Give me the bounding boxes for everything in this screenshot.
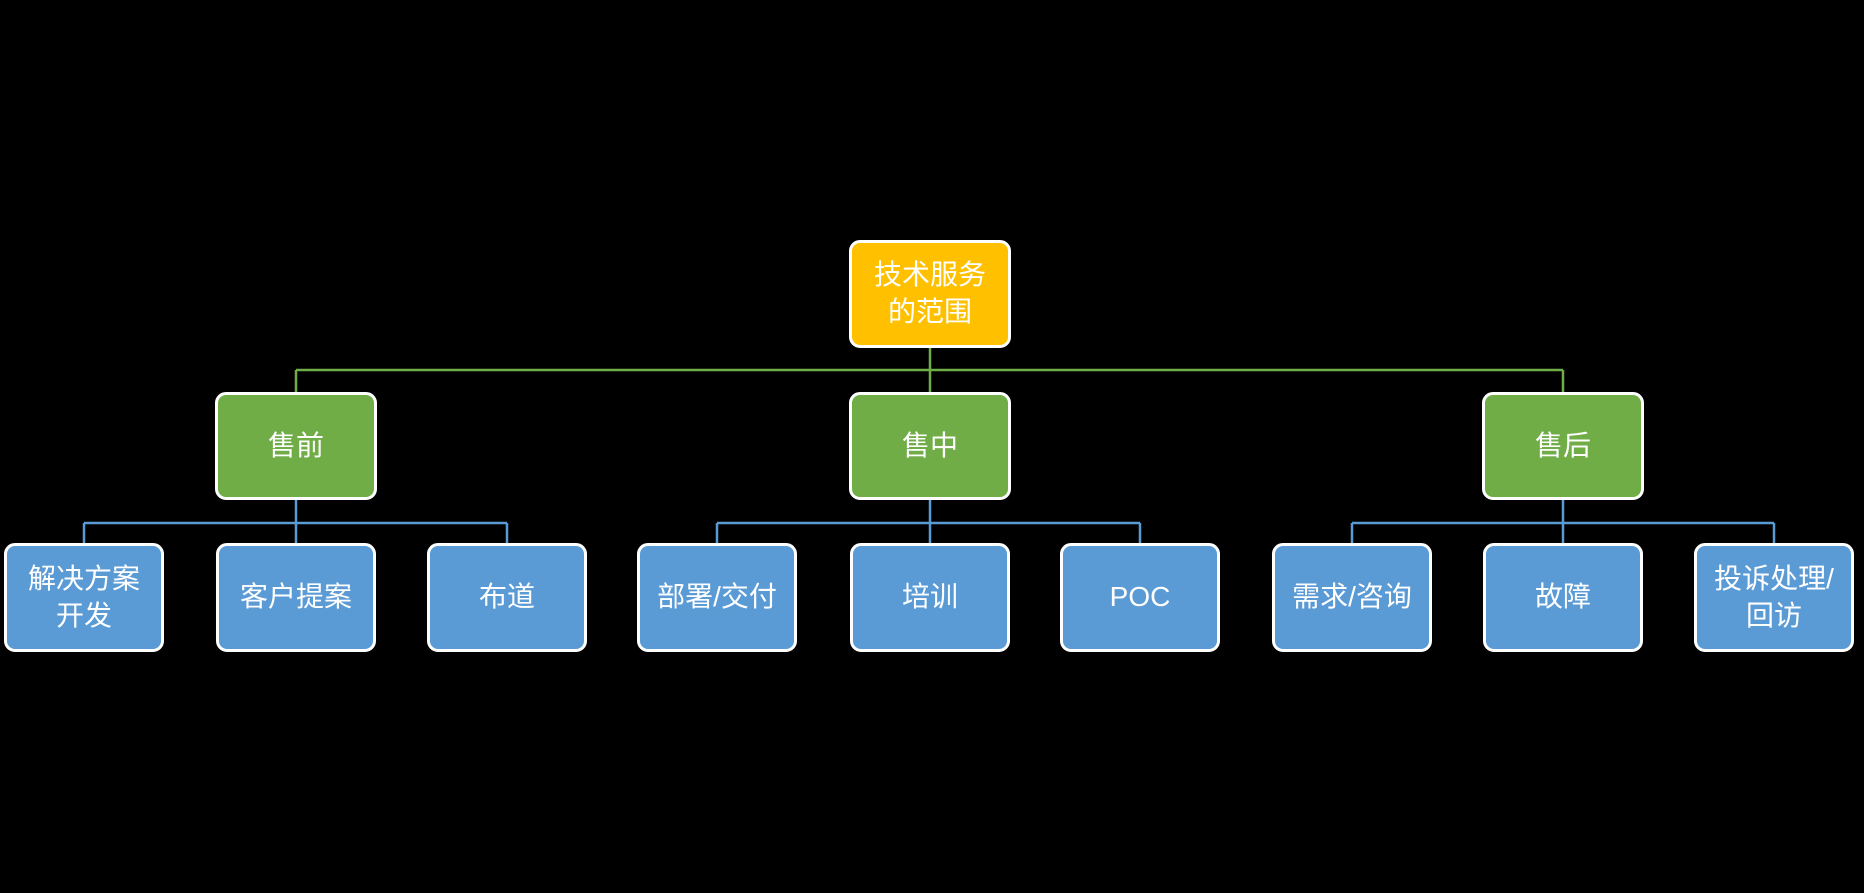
node-leaf-training: 培训 xyxy=(850,543,1010,652)
node-leaf-label: 客户提案 xyxy=(239,581,352,613)
node-leaf-customer-proposal: 客户提案 xyxy=(216,543,376,652)
node-leaf-label: 布道 xyxy=(478,581,535,613)
node-leaf-solution-development: 解决方案 开发 xyxy=(4,543,164,652)
root-to-groups-connector xyxy=(294,348,1565,392)
node-leaf-label: 故障 xyxy=(1534,581,1591,613)
node-group-presales-label: 售前 xyxy=(267,429,324,461)
node-root: 技术服务 的范围 xyxy=(849,240,1011,348)
node-root-label: 技术服务 的范围 xyxy=(873,259,986,327)
node-leaf-label: 投诉处理/ 回访 xyxy=(1714,562,1834,631)
node-leaf-label: 需求/咨询 xyxy=(1292,581,1412,613)
node-group-insales-label: 售中 xyxy=(901,429,958,461)
node-leaf-fault: 故障 xyxy=(1483,543,1643,652)
node-leaf-label: 培训 xyxy=(901,581,958,613)
node-group-insales: 售中 xyxy=(849,392,1011,500)
aftersales-children-connector xyxy=(1350,500,1776,543)
node-leaf-label: 解决方案 开发 xyxy=(27,562,140,631)
node-leaf-requirements-consulting: 需求/咨询 xyxy=(1272,543,1432,652)
node-group-aftersales: 售后 xyxy=(1482,392,1644,500)
node-leaf-complaint-followup: 投诉处理/ 回访 xyxy=(1694,543,1854,652)
node-leaf-poc: POC xyxy=(1060,543,1220,652)
node-leaf-label: POC xyxy=(1109,581,1171,613)
node-group-presales: 售前 xyxy=(215,392,377,500)
node-group-aftersales-label: 售后 xyxy=(1534,429,1591,461)
node-leaf-label: 部署/交付 xyxy=(657,581,777,613)
node-leaf-deployment-delivery: 部署/交付 xyxy=(637,543,797,652)
presales-children-connector xyxy=(82,500,509,543)
insales-children-connector xyxy=(715,500,1142,543)
node-leaf-evangelism: 布道 xyxy=(427,543,587,652)
